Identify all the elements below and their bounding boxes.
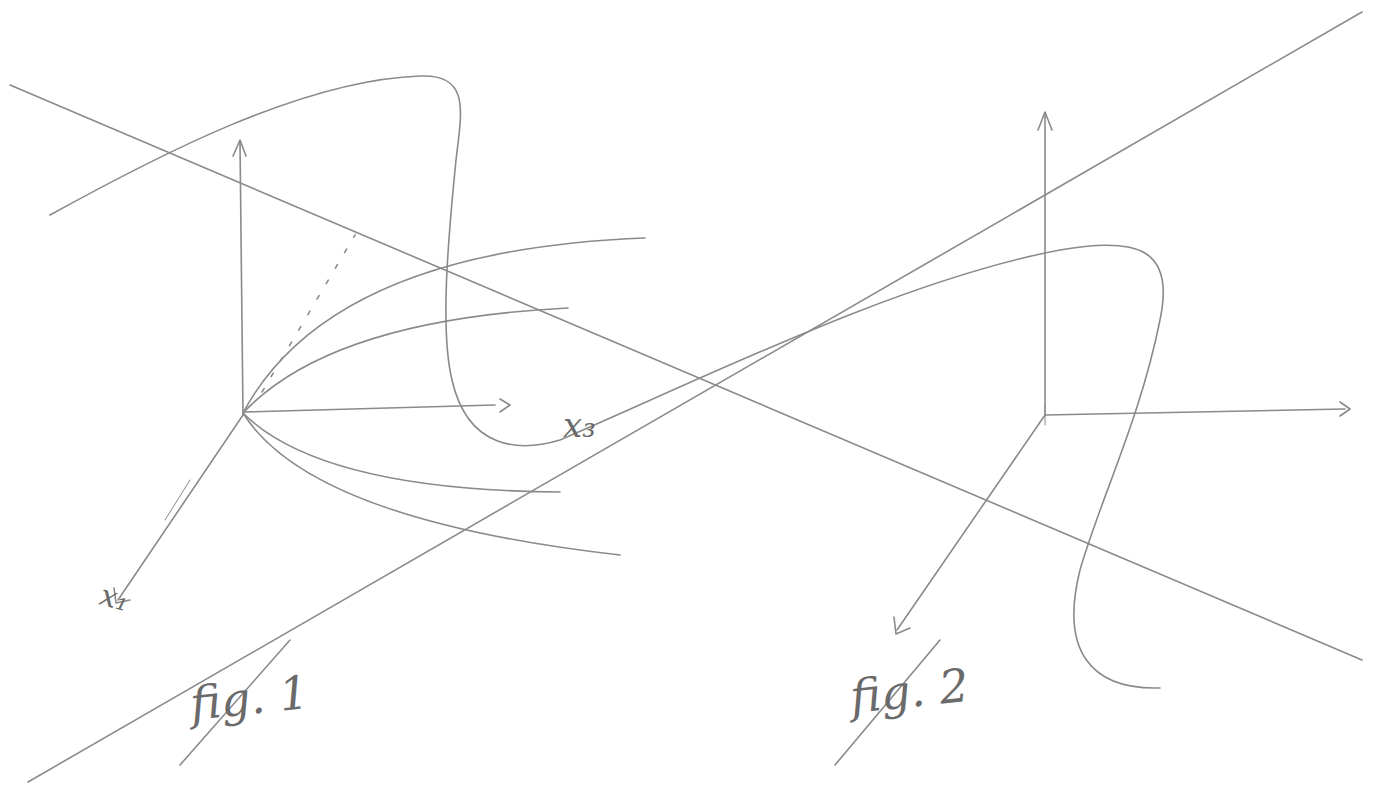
curve <box>243 413 560 492</box>
axis-trace <box>165 480 190 520</box>
arrowhead <box>233 140 246 156</box>
figure-label: fig. 2 <box>848 662 971 720</box>
curve <box>243 308 568 413</box>
dashed-line <box>262 235 355 392</box>
axis <box>1045 409 1345 415</box>
axis-label: x₃ <box>563 408 596 442</box>
straight-line <box>10 85 1362 660</box>
axis <box>240 142 243 415</box>
arrowhead <box>894 617 910 634</box>
curve <box>243 238 645 413</box>
s-curve <box>50 76 1163 688</box>
axis <box>118 415 243 600</box>
axis-label: x₁ <box>97 580 133 616</box>
tick <box>1045 405 1046 425</box>
axis <box>243 405 495 412</box>
figure-label: fig. 1 <box>188 669 311 727</box>
axis <box>897 415 1045 630</box>
straight-line <box>28 12 1362 782</box>
arrowhead <box>1340 402 1350 416</box>
arrowhead <box>1038 112 1052 130</box>
axis <box>1044 115 1046 415</box>
arrowhead <box>500 399 510 412</box>
